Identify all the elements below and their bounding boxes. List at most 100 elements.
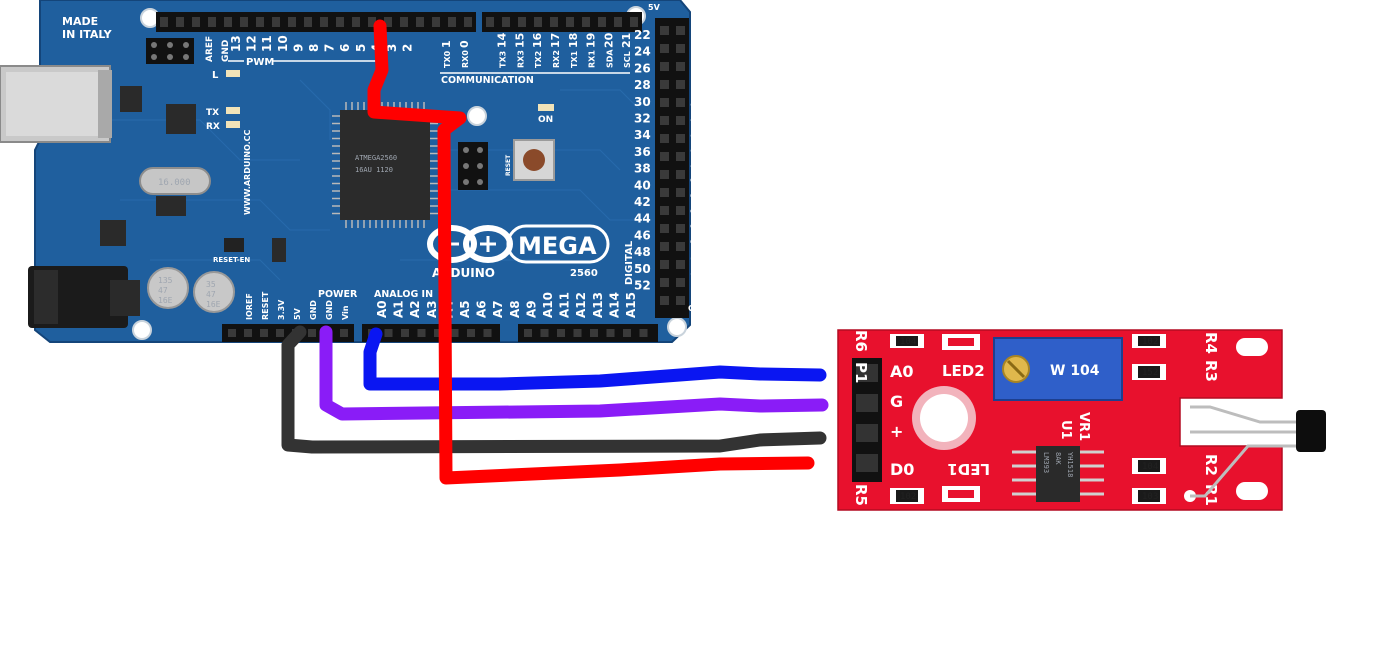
comm-pin-name: SDA [605,49,614,68]
right-even-pin-label: 38 [634,162,651,176]
reset-en-jumper: RESET-EN [213,238,250,264]
right-odd-pin-label: 45 [690,203,707,217]
pin-label-aref: AREF [205,36,215,62]
bottom-header-holes [228,329,648,337]
comm-pin-number: 18 [567,33,580,48]
module-slot [1236,338,1268,356]
right-odd-pin-label: 37 [690,141,707,155]
capacitor-label: 35 [206,280,216,289]
model-badge [506,224,610,264]
reset-button-label: RESET [505,154,512,176]
usb-port [0,65,112,143]
p1-label: P1 [852,362,870,383]
module-header [852,358,882,482]
comm-pin-number: 14 [496,32,509,48]
comm-pin-number: 21 [620,33,633,48]
power-label: POWER [318,289,358,300]
right-header-holes [660,26,685,305]
comm-pin-name: RX1 [588,50,597,68]
comm-pin-name: TX0 [443,50,452,68]
module-pin-labels: A0G+D0 [890,362,914,479]
analog-pin-label: A3 [425,300,439,318]
ic-label: 8AK [1054,452,1062,465]
capacitor-label: 47 [158,286,168,295]
right-odd-pin-label: 53 [690,264,707,278]
power-pin-label: RESET [261,291,270,320]
analog-pin-label: A9 [524,300,538,318]
digital-label: DIGITAL [624,240,635,285]
usb-interface-chip [100,86,286,262]
power-pin-label: 3.3V [277,299,286,320]
resistor-code: 102 [900,492,916,502]
capacitor-label: 135 [158,276,173,285]
capacitor-label: 47 [206,290,216,299]
resistor-code: 104 [1142,462,1158,472]
reset-button [513,139,555,181]
capacitor: 35 47 16E [193,271,235,313]
right-even-pin-label: 52 [634,279,651,293]
made-in-label: MADE [62,15,98,28]
mounting-hole [467,106,487,126]
vr1-label: VR1 [1076,412,1091,441]
rx-led-label: RX [206,122,220,132]
crystal-label: 16.000 [158,178,191,188]
right-even-pin-label: 30 [634,95,651,109]
right-even-pin-label: 36 [634,145,651,159]
right-odd-pin-label: 33 [690,110,707,124]
icsp-header-usb [146,38,194,64]
module-mounting-hole [920,394,968,442]
analog-pin-label: A7 [491,300,505,318]
right-odd-pin-label: 31 [690,95,707,109]
right-even-pin-label: 48 [634,245,651,259]
hall-effect-sensor [1190,405,1326,498]
ic-label: YH1518 [1066,452,1074,477]
wire-blue-a0 [363,327,827,391]
u1-label: U1 [1058,420,1073,440]
right-even-pin-label: 42 [634,195,651,209]
capacitor-label: 16E [158,296,173,305]
digital-pin-label: 13 [229,35,243,52]
module-resistor: 104 [1132,458,1166,474]
analog-pin-label: A2 [408,300,422,318]
power-pin-label: GND [325,300,334,320]
r6-label: R6 [852,330,870,352]
comm-pin-name: RX3 [516,50,525,68]
right-odd-pin-label: 51 [690,249,707,263]
crystal-oscillator: 16.000 [139,167,211,195]
dc-power-jack [28,266,140,328]
comm-pin-number: 15 [513,33,526,48]
power-pin-label: IOREF [245,293,254,320]
analog-pin-label: A14 [607,292,621,318]
analog-pin-label: A13 [591,292,605,318]
comm-pin-number: 16 [531,32,544,48]
comparator-ic: LM393 8AK YH1518 [1012,446,1104,502]
digital-pin-label: 11 [260,35,274,52]
right-odd-pin-label: 39 [690,157,707,171]
comm-pin-name: TX3 [499,51,508,68]
led2-pad [942,334,980,350]
module-resistor: 152 [1132,364,1166,380]
hall-sensor-module: A0G+D0 P1 R6 R5 104 102 152 104 103 102 [837,329,1283,511]
right-even-pin-label: 28 [634,78,651,92]
analog-pin-label: A0 [375,300,389,318]
mounting-hole [132,320,152,340]
made-in-label: IN ITALY [62,28,113,41]
module-resistor: 102 [890,488,924,504]
comm-pin-name: TX2 [534,51,543,68]
module-resistor: 103 [1132,488,1166,504]
comm-pin-number: 20 [602,32,615,48]
model-number-label: 2560 [570,268,598,279]
led2-label: LED2 [942,362,985,380]
module-slot [1236,482,1268,500]
module-resistor: 102 [1132,334,1166,348]
model-label: MEGA [518,232,597,260]
website-label: WWW.ARDUINO.CC [243,129,252,215]
analog-pin-label: A6 [475,300,489,318]
right-even-pin-label: 34 [634,128,651,142]
module-resistor: 104 [890,334,924,348]
five-v-label: 5V [648,3,661,12]
header-pin-holes [160,17,638,27]
